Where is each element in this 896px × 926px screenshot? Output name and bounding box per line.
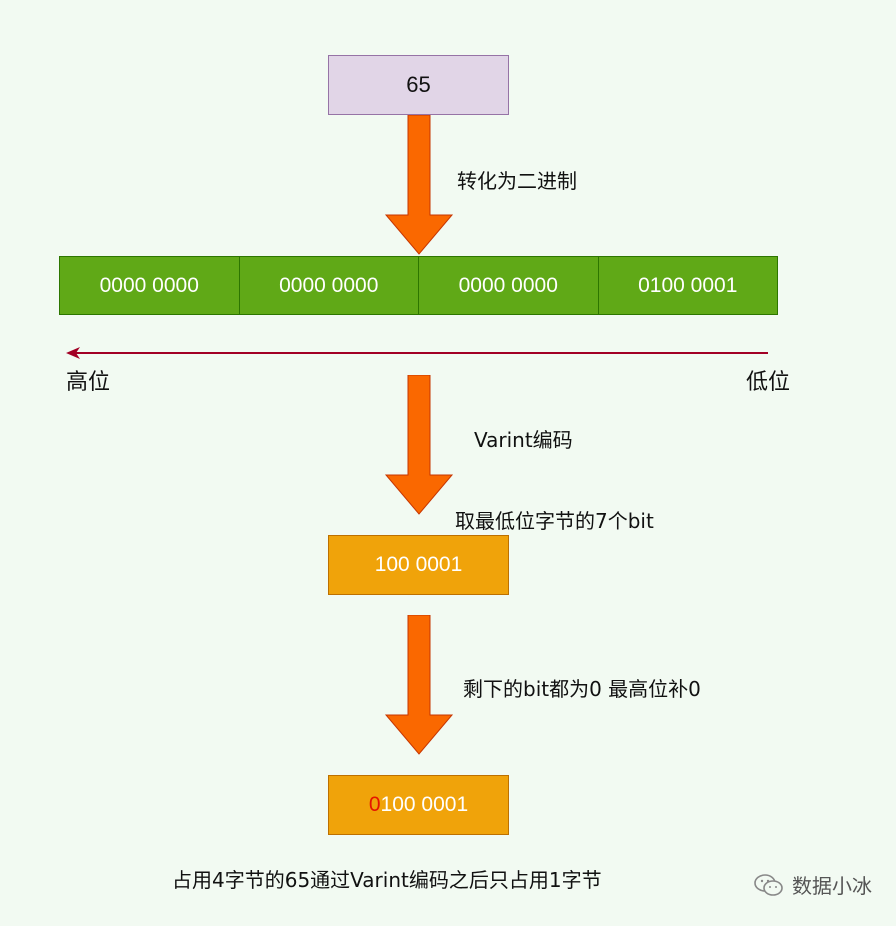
byte-cell-2: 0000 0000 — [240, 257, 419, 314]
high-bit-label: 高位 — [66, 370, 111, 395]
watermark-text: 数据小冰 — [792, 874, 872, 898]
step-convert-binary-label: 转化为二进制 — [457, 169, 577, 193]
wechat-icon — [754, 873, 783, 896]
down-arrow-2 — [384, 375, 454, 515]
take-seven-bits-label: 取最低位字节的7个bit — [455, 509, 654, 533]
final-byte-rest: 100 0001 — [380, 793, 469, 816]
decimal-value: 65 — [406, 72, 431, 97]
msb-zero-digit: 0 — [368, 793, 381, 816]
summary-text: 占用4字节的65通过Varint编码之后只占用1字节 — [172, 868, 602, 892]
binary-bytes-row: 0000 0000 0000 0000 0000 0000 0100 0001 — [59, 256, 778, 315]
direction-arrow — [66, 347, 768, 359]
pad-zero-label: 剩下的bit都为0 最高位补0 — [463, 677, 701, 701]
byte-cell-4: 0100 0001 — [638, 273, 738, 297]
seven-bits-value: 100 0001 — [374, 553, 463, 576]
byte-cell-1: 0000 0000 — [60, 257, 240, 314]
byte-cell-3: 0000 0000 — [419, 257, 599, 314]
down-arrow-3 — [384, 615, 454, 755]
seven-bits-box: 100 0001 — [328, 535, 509, 595]
low-bit-label: 低位 — [746, 370, 791, 395]
varint-encode-label: Varint编码 — [474, 428, 573, 452]
decimal-value-box: 65 — [328, 55, 509, 115]
down-arrow-1 — [384, 115, 454, 255]
watermark: 数据小冰 — [754, 870, 872, 899]
